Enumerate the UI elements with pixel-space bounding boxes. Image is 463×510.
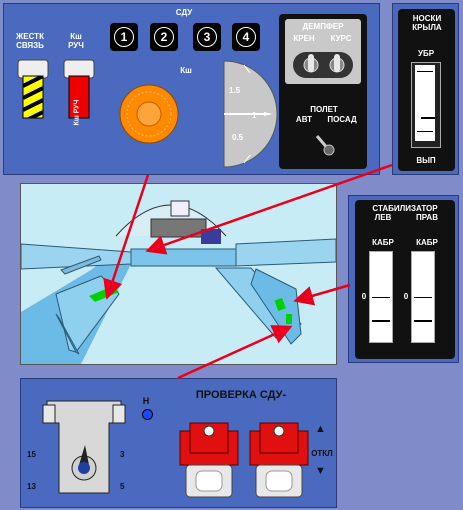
selector-pos-5: 5 — [120, 482, 125, 491]
flight-mode-knob[interactable] — [309, 130, 339, 160]
damper-toggles[interactable] — [285, 46, 361, 86]
sdu-button-1[interactable]: 1 — [110, 23, 138, 51]
damper-course-label: КУРС — [330, 34, 352, 43]
stabilizer-left-gauge[interactable] — [369, 251, 393, 343]
flight-landing-label: ПОСАД — [327, 115, 357, 124]
stabilizer-kabr-left: КАБР — [372, 238, 394, 247]
down-arrow-icon: ▼ — [315, 465, 326, 477]
n-indicator-label: Н — [142, 396, 150, 406]
sdu-button-1-label: 1 — [114, 27, 134, 47]
damper-title: ДЕМПФЕР — [302, 22, 344, 31]
flight-auto-label: АВТ — [295, 115, 313, 124]
flight-title: ПОЛЕТ — [310, 105, 338, 114]
slats-tick — [417, 71, 433, 72]
damper-roll-label: КРЕН — [293, 34, 315, 43]
gauge-tick-1: 1 — [252, 111, 257, 120]
selector-pos-3: 3 — [120, 450, 125, 459]
ksh-manual-label: Кш РУЧ — [68, 32, 84, 50]
n-indicator-lamp — [142, 409, 153, 420]
stabilizer-panel: СТАБИЛИЗАТОР ЛЕВ ПРАВ КАБР КАБР 0 0 — [348, 195, 459, 363]
sdu-title: СДУ — [175, 8, 193, 17]
stabilizer-kabr-right: КАБР — [416, 238, 438, 247]
sdu-check-panel: ПРОВЕРКА СДУ- Н 15 13 3 5 ▲ ОТКЛ ▼ — [20, 378, 337, 508]
sdu-check-title: ПРОВЕРКА СДУ- — [195, 389, 287, 401]
stabilizer-right-pointer — [414, 320, 432, 322]
stabilizer-left-pointer — [372, 320, 390, 322]
slats-scale — [415, 65, 435, 141]
sdu-check-selector[interactable] — [39, 393, 134, 503]
sdu-top-panel: СДУ ЖЕСТК СВЯЗЬ Кш РУЧ Кш РУЧ 1 2 3 4 Кш… — [3, 3, 380, 175]
gauge-tick-0-5: 0.5 — [232, 133, 244, 142]
slats-pointer — [421, 117, 435, 119]
trim-knob[interactable] — [118, 83, 180, 145]
stabilizer-left-tick — [372, 297, 390, 298]
sdu-button-2[interactable]: 2 — [150, 23, 178, 51]
up-arrow-icon: ▲ — [315, 423, 326, 435]
ksh-gauge — [223, 60, 278, 168]
stabilizer-right-label: ПРАВ — [416, 213, 438, 222]
stabilizer-right-gauge[interactable] — [411, 251, 435, 343]
slats-panel: НОСКИ КРЫЛА УБР ВЫП — [392, 3, 459, 175]
slats-retract-label: УБР — [417, 49, 435, 58]
left-switch-guards — [17, 59, 95, 119]
off-label: ОТКЛ — [311, 449, 333, 458]
ksh-trim-label: Кш — [180, 66, 192, 75]
sdu-check-switch-right[interactable] — [246, 421, 312, 501]
stabilizer-right-tick — [414, 297, 432, 298]
cockpit-view — [20, 183, 337, 365]
selector-pos-13: 13 — [27, 482, 36, 491]
sdu-button-3-label: 3 — [197, 27, 217, 47]
stabilizer-title: СТАБИЛИЗАТОР — [372, 204, 438, 213]
stabilizer-zero-right: 0 — [403, 292, 409, 301]
rigid-link-label: ЖЕСТК СВЯЗЬ — [16, 32, 44, 50]
slats-tick — [417, 131, 433, 132]
stabilizer-zero-left: 0 — [361, 292, 367, 301]
ksh-manual-cap-text: Кш РУЧ — [73, 99, 81, 126]
stabilizer-left-label: ЛЕВ — [374, 213, 392, 222]
gauge-tick-1-5: 1.5 — [229, 86, 241, 95]
sdu-button-4-label: 4 — [236, 27, 256, 47]
sdu-button-3[interactable]: 3 — [193, 23, 221, 51]
cockpit-drawing — [21, 200, 336, 364]
slats-title: НОСКИ КРЫЛА — [412, 14, 442, 32]
sdu-button-2-label: 2 — [154, 27, 174, 47]
sdu-button-4[interactable]: 4 — [232, 23, 260, 51]
slats-track[interactable] — [411, 62, 441, 148]
selector-pos-15: 15 — [27, 450, 36, 459]
sdu-check-switch-left[interactable] — [176, 421, 242, 501]
slats-extend-label: ВЫП — [416, 156, 436, 165]
